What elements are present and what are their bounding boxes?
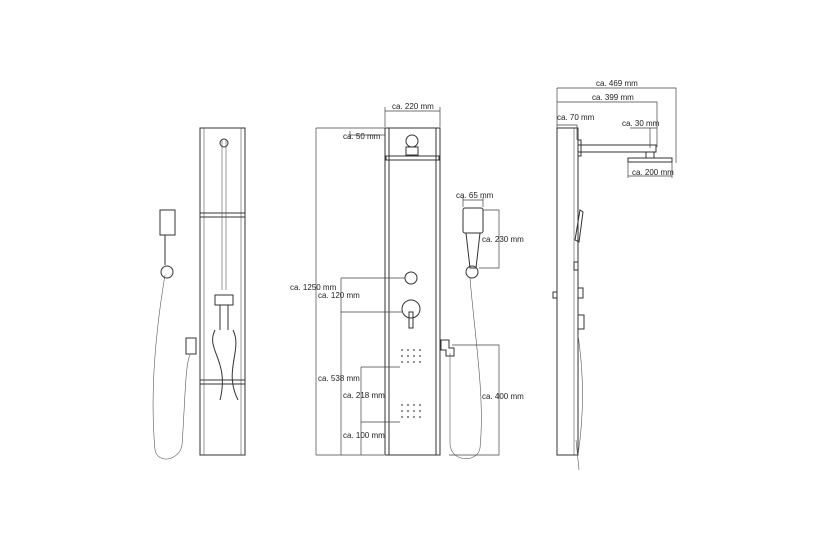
hand-shower-holder (465, 265, 479, 279)
side-rain-head (627, 157, 673, 163)
side-view (552, 127, 673, 471)
rear-elbow (185, 337, 197, 355)
dim-front-width: ca. 220 mm (392, 102, 434, 111)
top-outlet (405, 134, 419, 148)
upper-body-jet (401, 349, 421, 363)
rain-shower-head (385, 155, 440, 161)
dim-outlet-height: ca. 400 mm (482, 392, 524, 401)
dim-arm-total: ca. 469 mm (596, 79, 638, 88)
shower-arm (577, 144, 657, 153)
hose-outlet (440, 339, 455, 357)
side-hand-shower (574, 209, 584, 243)
dim-mixer-height: ca. 538 mm (318, 374, 360, 383)
mixer-knob (401, 299, 421, 319)
rear-view (152, 127, 246, 460)
dim-hand-shower-length: ca. 230 mm (482, 235, 524, 244)
lower-body-jet (401, 404, 421, 418)
dim-top-outlet: ca. 50 mm (343, 132, 381, 141)
front-dimensions: ca. 220 mm ca. 50 mm ca. 1250 mm ca. 120… (290, 102, 524, 456)
dim-hand-shower-width: ca. 65 mm (456, 191, 494, 200)
side-dimensions: ca. 469 mm ca. 399 mm ca. 70 mm ca. 30 m… (556, 79, 677, 178)
hand-shower-head (462, 207, 484, 234)
dim-jet-spacing: ca. 218 mm (343, 391, 385, 400)
diverter-knob (404, 271, 418, 285)
rear-hand-shower (159, 209, 176, 265)
dim-head-offset: ca. 30 mm (622, 119, 660, 128)
dim-total-height: ca. 1250 mm (290, 283, 337, 292)
dim-panel-depth: ca. 70 mm (557, 113, 595, 122)
dim-arm-reach: ca. 399 mm (592, 93, 634, 102)
dim-knob-spacing: ca. 120 mm (318, 291, 360, 300)
dim-lower-jet-height: ca. 100 mm (343, 431, 385, 440)
dim-head-width: ca. 200 mm (632, 168, 674, 177)
front-view (384, 127, 484, 459)
